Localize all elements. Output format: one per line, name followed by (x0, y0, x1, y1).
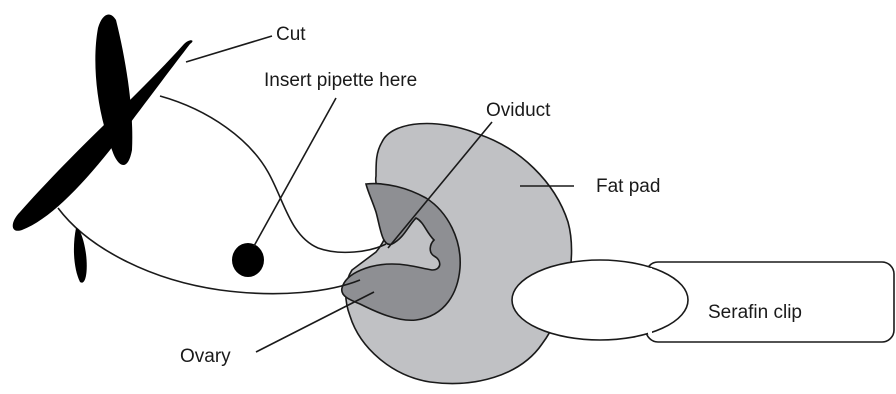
ovary-label: Ovary (180, 346, 231, 367)
cut-label: Cut (276, 24, 306, 45)
serafin-clip-label: Serafin clip (708, 302, 802, 323)
oviduct-label: Oviduct (486, 100, 551, 121)
pipette-leader-line (254, 98, 336, 246)
serafin-clip-jaw (512, 260, 688, 340)
insert-pipette-label: Insert pipette here (264, 70, 417, 91)
uterine-horn-outline (58, 208, 360, 294)
pipette-insertion-dot (232, 243, 264, 277)
uterine-horn-upper-curve (160, 96, 386, 252)
cut-leader-line (186, 36, 272, 62)
fat-pad-label: Fat pad (596, 176, 660, 197)
